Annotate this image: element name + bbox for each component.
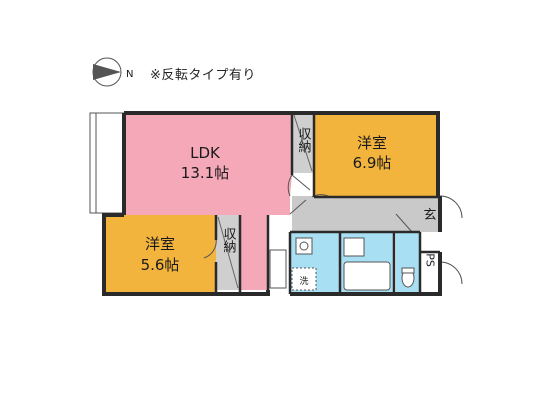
western-a-size: 6.9帖 [353,154,392,172]
closet-top-label: 収納 [296,127,312,154]
western-b-label: 洋室 [145,235,175,253]
ps-label: PS [424,253,437,267]
reverse-type-note: ※反転タイプ有り [150,68,256,83]
room-ldk [124,113,292,290]
north-label: N [126,69,133,80]
entrance [420,196,440,232]
western-a-label: 洋室 [357,134,387,152]
north-arrow-icon: N [92,57,133,87]
room-western-b [104,215,216,293]
washer-label: 洗 [299,275,308,287]
ldk-size: 13.1帖 [181,164,229,182]
hallway [290,196,440,232]
closet-left-label: 収納 [221,227,237,254]
western-b-size: 5.6帖 [141,256,180,274]
entrance-label: 玄 [423,208,436,223]
pipe-space [420,252,440,294]
room-western-a [314,113,438,197]
balcony [89,112,125,214]
ldk-label: LDK [190,144,221,162]
